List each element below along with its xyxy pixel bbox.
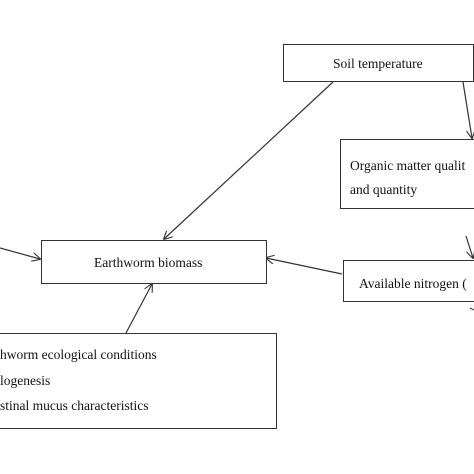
arrow-available-nitrogen-to-earthworm-biomass (266, 258, 343, 275)
arrow-soil-temperature-to-organic-matter (462, 81, 472, 138)
organic-matter-box (340, 139, 474, 209)
earthworm-factors-label-line-2: logenesis (0, 373, 51, 388)
soil-temperature-box (283, 44, 474, 82)
arrow-offscreen-to-earthworm-biomass (0, 247, 40, 259)
arrow-soil-temperature-to-earthworm-biomass (164, 81, 334, 239)
earthworm-factors-label-line-1: hworm ecological conditions (0, 347, 157, 362)
available-nitrogen-label: Available nitrogen ( (359, 276, 467, 291)
earthworm-biomass-box (41, 240, 267, 284)
soil-temperature-label: Soil temperature (333, 56, 423, 71)
earthworm-biomass-label: Earthworm biomass (94, 255, 203, 270)
earthworm-factors-label-line-3: stinal mucus characteristics (0, 398, 149, 413)
available-nitrogen-box (343, 260, 474, 302)
small-tick-mark (469, 307, 474, 311)
earthworm-factors-box (0, 333, 277, 429)
organic-matter-label-line-1: Organic matter qualit (350, 158, 466, 173)
arrow-organic-matter-to-available-nitrogen (465, 235, 473, 258)
organic-matter-label-line-2: and quantity (350, 182, 418, 197)
arrow-earthworm-factors-to-earthworm-biomass (125, 284, 152, 334)
